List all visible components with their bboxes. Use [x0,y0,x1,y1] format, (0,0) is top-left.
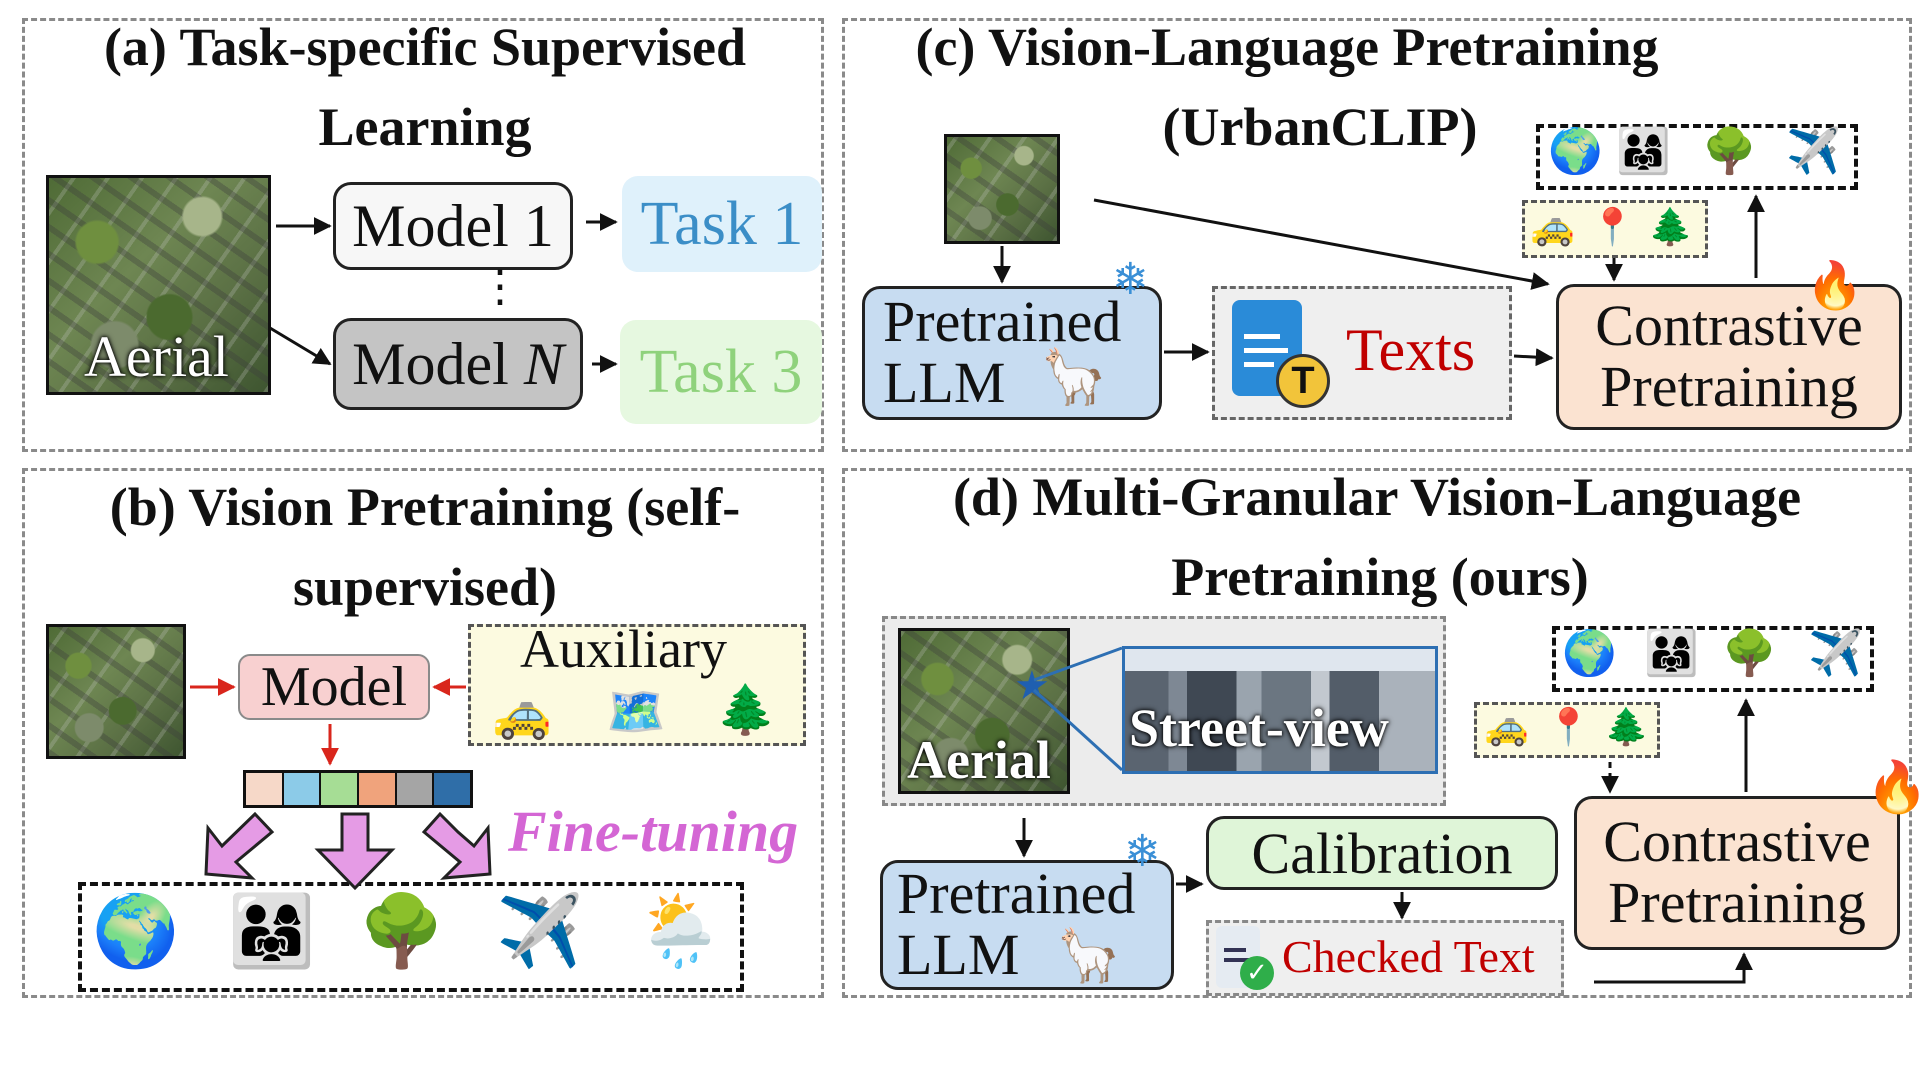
llama-icon: 🦙 [1056,926,1121,986]
transport-icon: ✈️ [496,890,584,972]
economy-icon: 🌍 [1548,126,1603,177]
panel-b-title-line2: supervised) [292,557,557,617]
map-pin-icon: 📍 [1590,207,1635,248]
aerial-image-b [46,624,186,759]
economy-icon: 🌍 [1562,628,1617,679]
checked-text-label: Checked Text [1282,931,1535,982]
panel-b [22,468,824,998]
taxi-icon: 🚕 [1484,707,1529,748]
pretrained-label-d: Pretrained [897,861,1136,927]
calibration-box: Calibration [1206,816,1558,890]
vdots: ⋮ [478,262,522,311]
population-icon: 👨‍👩‍👧 [1644,628,1699,679]
fire-icon: 🔥 [1866,758,1929,816]
texts-label: Texts [1346,317,1476,383]
panel-a-title-line1: (a) Task-specific Supervised [103,17,747,77]
llm-label-c: LLM [883,350,1006,415]
fine-tuning-label: Fine-tuning [508,799,799,864]
pretrained-label-c: Pretrained [883,289,1122,355]
embedding-cell [434,773,471,805]
auxiliary-box [468,624,806,746]
panel-a [22,18,824,452]
arrow-checked-to-contrastive [1594,952,1753,984]
street-view-label: Street-view [1129,698,1389,758]
task-3-box: Task 3 [620,320,822,424]
transport-icon: ✈️ [1808,628,1863,679]
environment-icon: 🌳 [1722,628,1777,679]
taxi-icon: 🚕 [1530,207,1575,248]
task-1-box: Task 1 [622,176,822,272]
fine-tuning-arrows [204,811,492,891]
contrastive-label-d: Contrastive [1603,809,1871,875]
pretrained-llm-box-c: Pretrained LLM [862,286,1162,420]
panel-d [842,468,1912,998]
population-icon: 👨‍👩‍👧 [228,890,316,972]
map-pin-icon: 🗺️ [606,684,666,740]
auxiliary-box-c [1522,200,1708,258]
model-n-var: N [523,330,564,397]
population-icon: 👨‍👩‍👧 [1616,126,1671,177]
embedding-vector [243,770,473,808]
weather-icon: 🌦️ [636,890,724,972]
snowflake-icon: ❄ [1112,254,1149,305]
llama-icon: 🦙 [1040,345,1108,408]
contrastive-label-c: Contrastive [1595,293,1863,359]
embedding-cell [359,773,397,805]
embedding-cell [396,773,435,805]
check-icon: ✓ [1240,956,1274,990]
aerial-label-d: Aerial [907,730,1051,790]
llm-label-d: LLM [897,922,1020,987]
map-pin-icon: 📍 [1546,707,1591,748]
street-view-image: Street-view [1122,646,1438,774]
pretraining-label-d: Pretraining [1608,870,1866,935]
pretraining-label-c: Pretraining [1600,354,1858,419]
street-view-link-top [1033,646,1123,682]
economy-icon: 🌍 [92,890,180,972]
embedding-cell [283,773,322,805]
downstream-tasks-box-d [1552,626,1874,692]
contrastive-pretraining-box-c: Contrastive Pretraining [1556,284,1902,430]
model-box-b: Model [238,654,430,720]
text-t-badge: T [1276,354,1330,408]
arrow-aerial-to-contrastive-c [1093,198,1550,290]
embedding-cell [246,773,284,805]
auxiliary-box-d [1474,702,1660,758]
panel-d-title-line1: (d) Multi-Granular Vision-Language [952,467,1802,527]
panel-c [842,18,1912,452]
fine-tuning-arrow-right [421,811,492,880]
arrow-aerial-to-modeln [269,326,332,366]
snowflake-icon: ❄ [1124,826,1161,877]
panel-c-title-line1: (c) Vision-Language Pretraining [915,17,1659,77]
model-n-box: Model N [333,318,583,410]
taxi-icon: 🚕 [492,686,552,742]
downstream-tasks-box-b [78,882,744,992]
transport-icon: ✈️ [1786,126,1841,177]
road-tree-icon: 🌲 [1604,707,1649,748]
pretrained-llm-box-d: Pretrained LLM [880,860,1174,990]
fine-tuning-arrow-left [204,811,275,880]
aerial-image-c [944,134,1060,244]
embedding-cell [321,773,360,805]
downstream-tasks-box-c [1536,124,1858,190]
panel-c-title-line2: (UrbanCLIP) [1162,97,1478,157]
road-tree-icon: 🌲 [1648,207,1693,248]
panel-a-title-line2: Learning [318,97,532,157]
contrastive-pretraining-box-d: Contrastive Pretraining [1574,796,1900,950]
model-1-box: Model 1 [333,182,573,270]
aerial-image-d: Aerial [898,628,1070,794]
auxiliary-label: Auxiliary [520,619,727,679]
panel-d-title-line2: Pretraining (ours) [1171,547,1589,607]
fire-icon: 🔥 [1806,258,1864,312]
aerial-image-a: Aerial [46,175,271,395]
road-tree-icon: 🌲 [716,682,776,738]
environment-icon: 🌳 [358,890,446,972]
environment-icon: 🌳 [1702,126,1757,177]
fine-tuning-arrow-center [314,812,396,891]
street-view-link-bottom [1032,688,1124,772]
model-n-prefix: Model [352,330,524,397]
arrow-texts-to-contrastive [1513,348,1554,367]
aerial-label-a: Aerial [84,324,229,389]
panel-b-title-line1: (b) Vision Pretraining (self- [109,477,741,537]
